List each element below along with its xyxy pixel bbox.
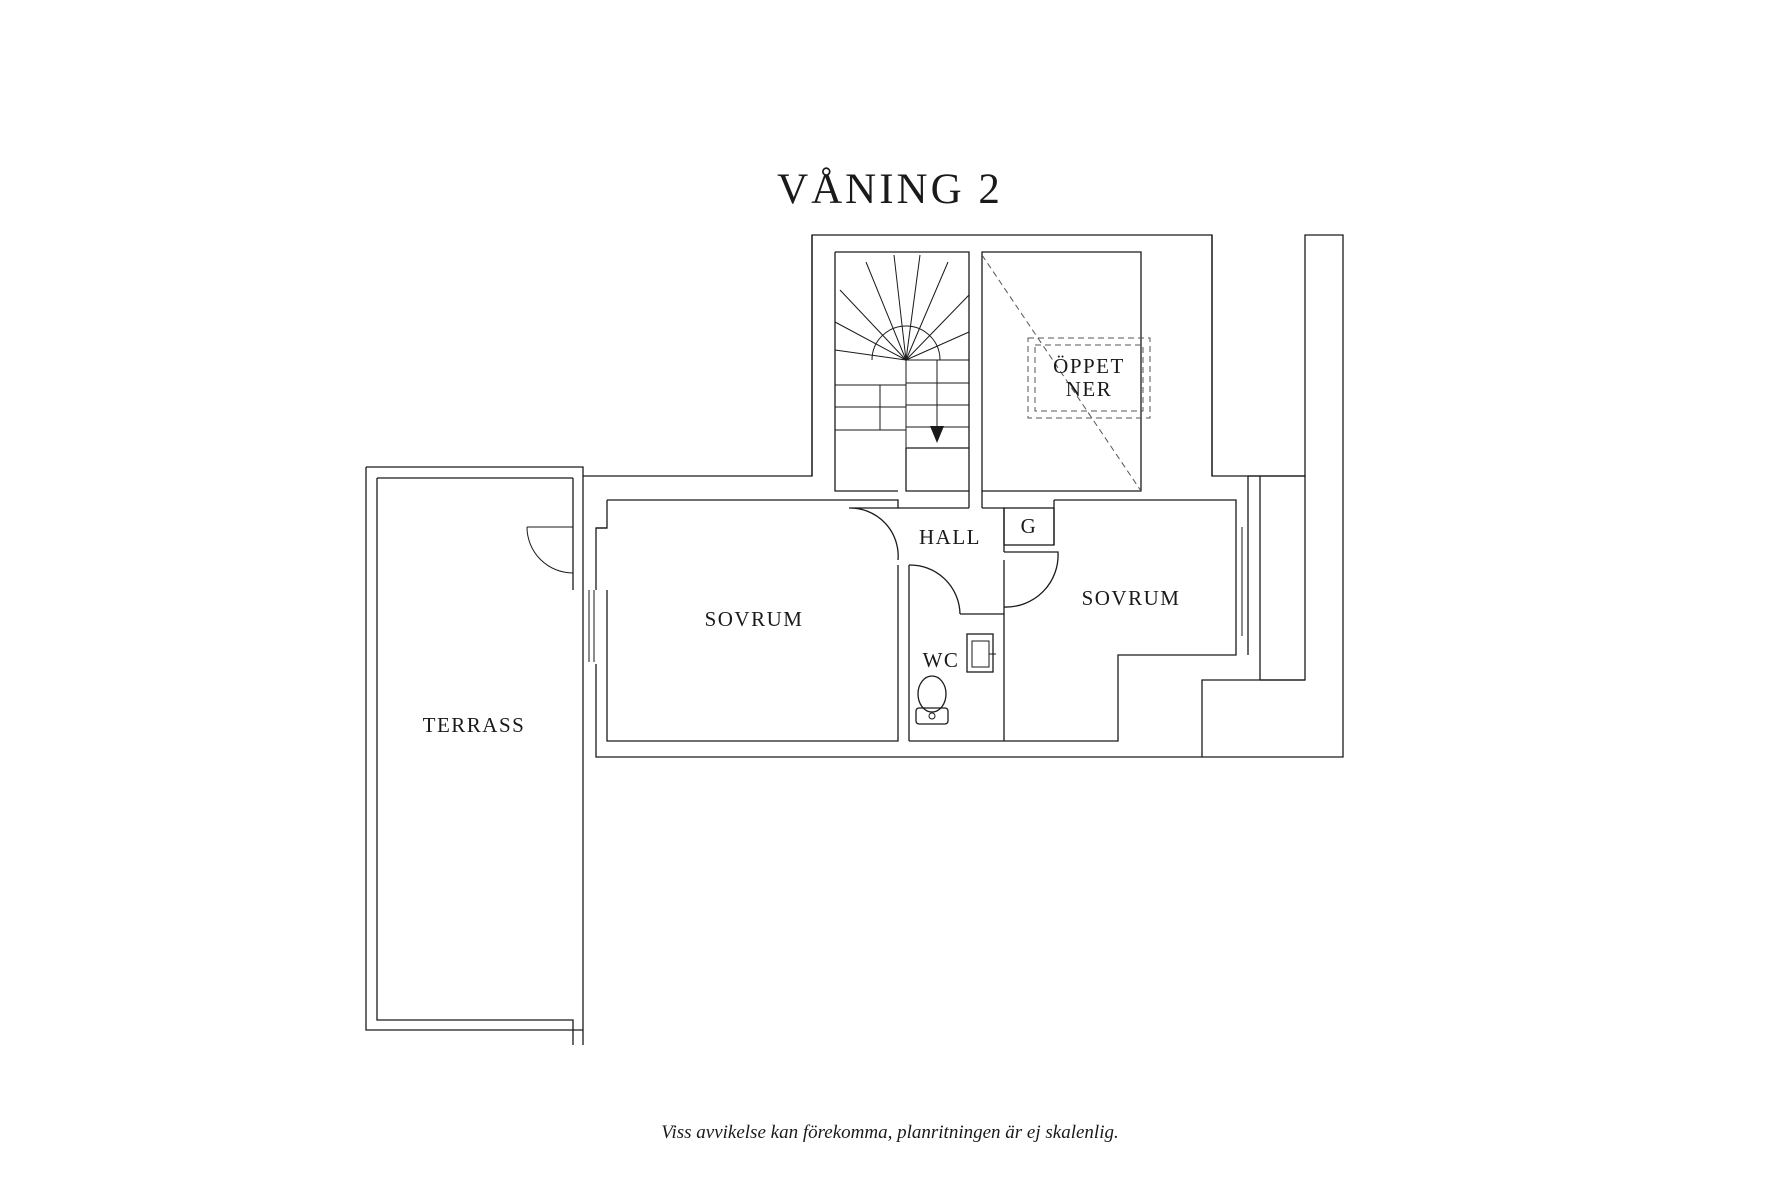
bedroom-right: SOVRUM [1004, 499, 1249, 742]
disclaimer-note: Viss avvikelse kan förekomma, planritnin… [661, 1122, 1118, 1143]
stairs-down-arrow-icon [930, 426, 944, 443]
wc-label: WC [923, 648, 960, 672]
closet-label: G [1021, 514, 1038, 538]
hall-label: HALL [919, 525, 981, 549]
wc: WC [908, 551, 1059, 742]
outer-walls [583, 234, 1344, 758]
terrace-label: TERRASS [423, 713, 526, 737]
terrace [365, 466, 595, 1045]
bedroom-right-label: SOVRUM [1082, 586, 1181, 610]
open-to-below: ÖPPET NER [981, 251, 1151, 492]
floor-title: VÅNING 2 [777, 166, 1003, 213]
toilet-icon [915, 675, 949, 725]
bedroom-left-label: SOVRUM [705, 607, 804, 631]
right-annex [1201, 475, 1306, 757]
bedroom-left: SOVRUM [595, 499, 899, 742]
opening-label-line1: ÖPPET [1053, 354, 1125, 378]
closet: G [1003, 507, 1055, 546]
hall: HALL [898, 491, 1005, 552]
opening-label-line2: NER [1066, 377, 1113, 401]
sink-icon [966, 633, 994, 673]
staircase [834, 251, 970, 492]
